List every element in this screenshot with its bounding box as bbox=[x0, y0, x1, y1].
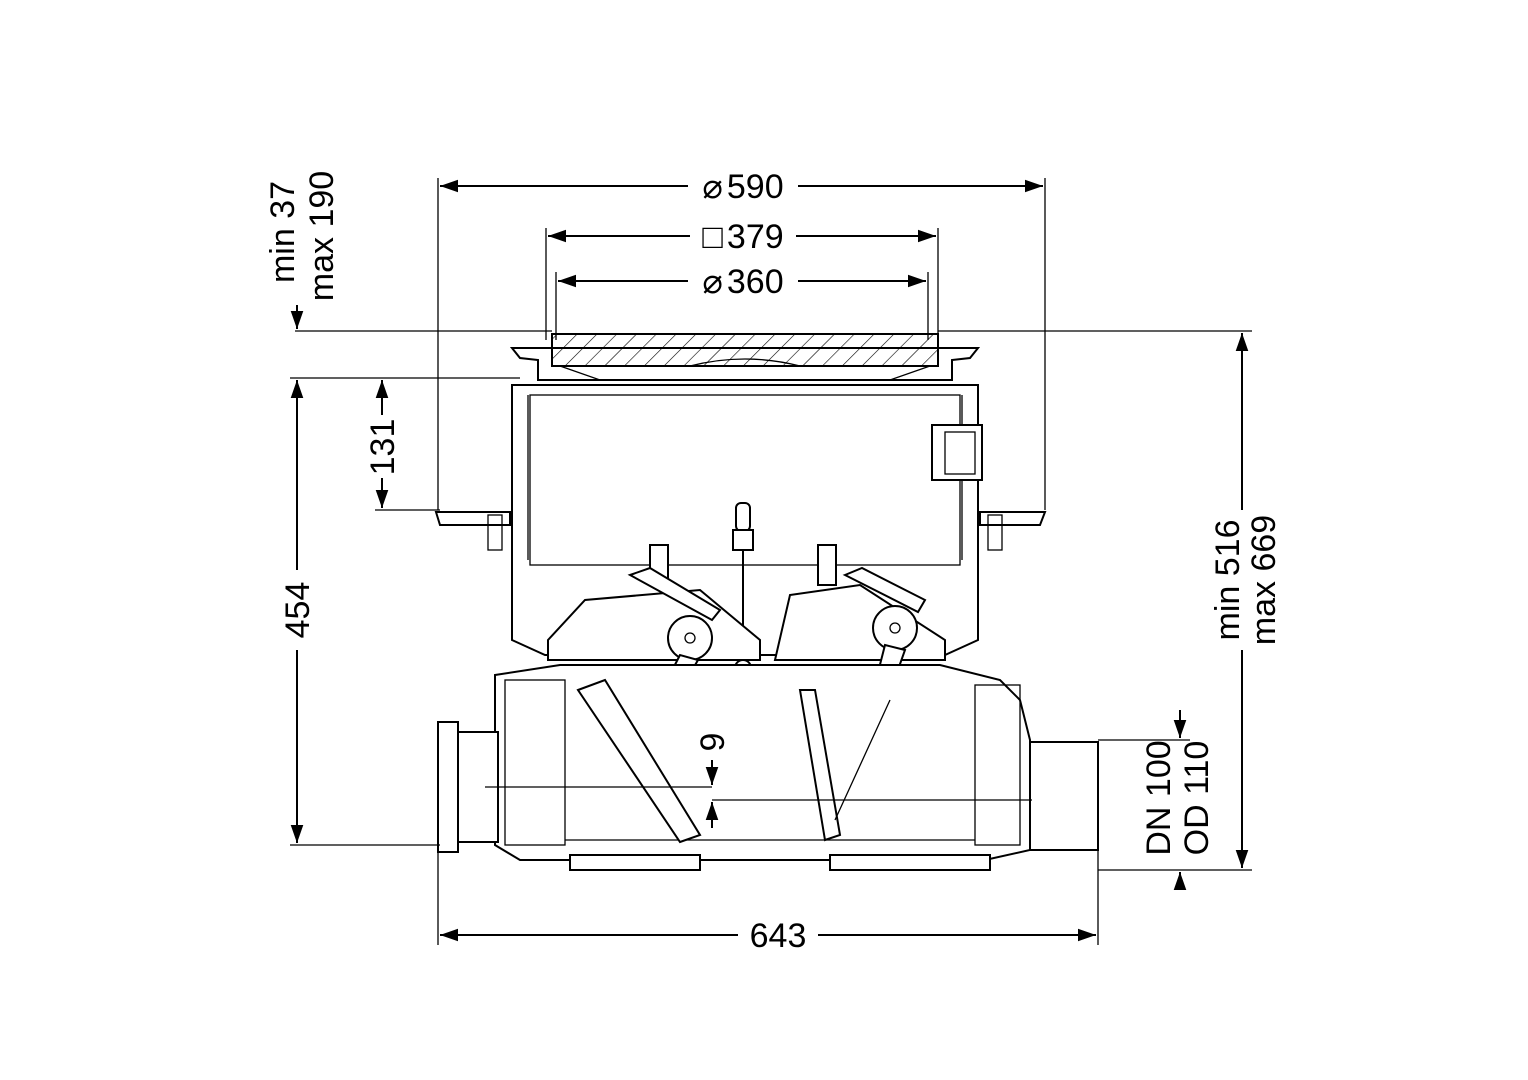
dim-total-max: max 669 bbox=[1245, 515, 1283, 645]
dim-adjust-min: min 37 bbox=[264, 181, 302, 283]
dimension-labels: ⌀590 □379 ⌀360 643 min 37 max 190 454 13… bbox=[264, 168, 1283, 955]
dim-grate-square: □379 bbox=[702, 218, 783, 256]
dim-adjust-max: max 190 bbox=[303, 171, 341, 301]
outlet-pipe bbox=[1029, 741, 1099, 851]
dim-body-height: 454 bbox=[279, 582, 317, 639]
dim-overall-length: 643 bbox=[750, 917, 807, 955]
flap-left bbox=[576, 678, 702, 844]
key-handle bbox=[735, 502, 751, 532]
dim-inner-diameter: ⌀360 bbox=[702, 263, 783, 301]
flap-right bbox=[798, 689, 842, 842]
drain-body bbox=[434, 333, 1099, 871]
dim-outer-diameter: ⌀590 bbox=[702, 168, 783, 206]
dim-total-min: min 516 bbox=[1209, 520, 1247, 641]
dimension-lines bbox=[290, 178, 1252, 945]
dim-offset: 9 bbox=[694, 733, 732, 752]
dim-upper-depth: 131 bbox=[364, 419, 402, 476]
side-socket bbox=[931, 424, 983, 481]
inlet-pipe bbox=[437, 721, 459, 853]
dim-pipe-od: OD 110 bbox=[1178, 741, 1216, 856]
dim-pipe-dn: DN 100 bbox=[1140, 740, 1178, 855]
grate bbox=[551, 333, 939, 367]
